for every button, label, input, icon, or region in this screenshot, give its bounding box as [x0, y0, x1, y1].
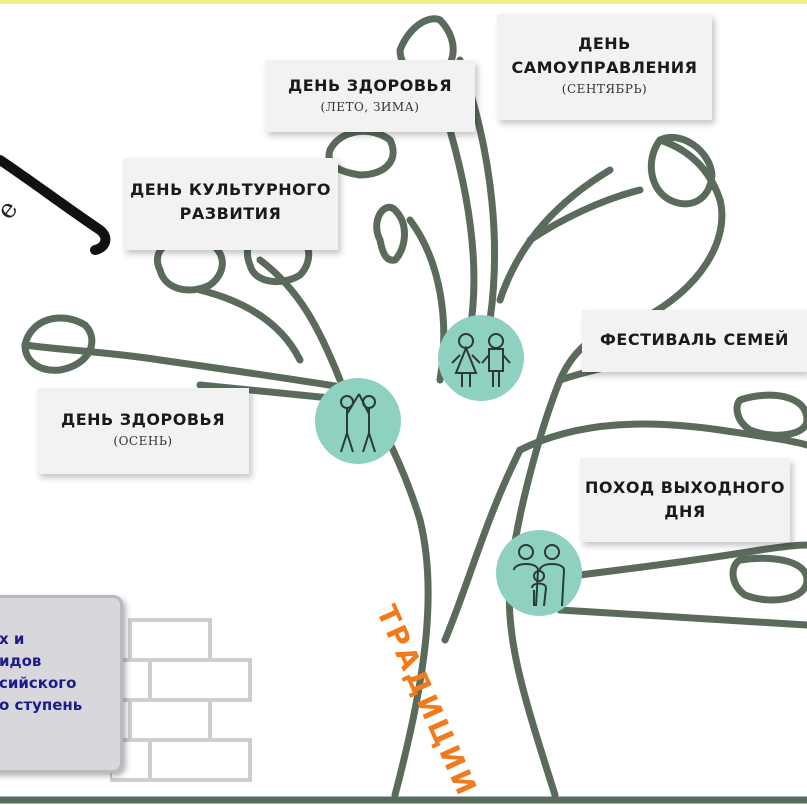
label-title-line1: ДЕНЬ КУЛЬТУРНОГО [123, 178, 338, 202]
banner-line-3: сийского [0, 672, 120, 694]
family-icon [496, 530, 582, 616]
label-family-festival: ФЕСТИВАЛЬ СЕМЕЙ [582, 310, 807, 372]
label-subtitle: (ЛЕТО, ЗИМА) [265, 100, 475, 114]
leaf-8 [733, 558, 807, 600]
label-health-day-autumn: ДЕНЬ ЗДОРОВЬЯ (ОСЕНЬ) [37, 388, 249, 474]
leaf-5 [329, 131, 393, 175]
label-subtitle: (СЕНТЯБРЬ) [497, 82, 712, 96]
label-weekend-hike: ПОХОД ВЫХОДНОГО ДНЯ [580, 458, 790, 542]
banner-line-4: о ступень [0, 694, 120, 716]
high-five-people-icon [315, 378, 401, 464]
label-title-line1: ДЕНЬ [497, 32, 712, 56]
children-icon [438, 315, 524, 401]
label-subtitle: (ОСЕНЬ) [37, 434, 249, 448]
branch-right-up2 [530, 190, 640, 240]
banner-line-2: идов [0, 650, 120, 672]
banner-line-1: х и [0, 628, 120, 650]
label-title: ДЕНЬ ЗДОРОВЬЯ [37, 408, 249, 432]
leaf-4 [377, 207, 405, 260]
branch-left-up2 [200, 290, 300, 360]
info-banner: х и идов сийского о ступень [0, 595, 123, 773]
label-self-government-day: ДЕНЬ САМОУПРАВЛЕНИЯ (СЕНТЯБРЬ) [497, 14, 712, 120]
leaf-9 [737, 395, 807, 435]
label-title: ФЕСТИВАЛЬ СЕМЕЙ [582, 328, 807, 352]
branch-right-4 [560, 610, 807, 625]
label-cultural-development-day: ДЕНЬ КУЛЬТУРНОГО РАЗВИТИЯ [123, 158, 338, 250]
label-title-line2: ДНЯ [580, 500, 790, 524]
left-partial-frame [0, 140, 120, 260]
branch-right-up [500, 170, 610, 300]
label-health-day-summer-winter: ДЕНЬ ЗДОРОВЬЯ (ЛЕТО, ЗИМА) [265, 60, 475, 132]
label-title-line2: САМОУПРАВЛЕНИЯ [497, 56, 712, 80]
label-title-line1: ПОХОД ВЫХОДНОГО [580, 476, 790, 500]
brick-wall [110, 610, 260, 805]
label-title: ДЕНЬ ЗДОРОВЬЯ [265, 74, 475, 98]
label-title-line2: РАЗВИТИЯ [123, 202, 338, 226]
branch-center [450, 130, 474, 330]
